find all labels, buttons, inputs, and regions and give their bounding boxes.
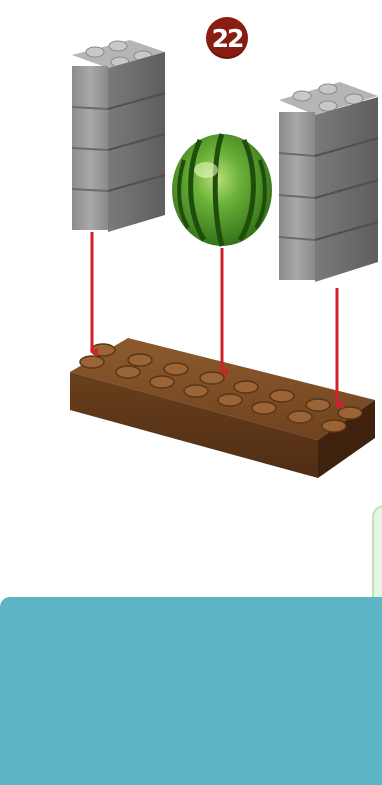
watermelon: [172, 134, 272, 246]
gray-brick-stack-right: [279, 82, 378, 282]
bottom-info-panel: [0, 597, 382, 785]
assembly-illustration: [0, 0, 382, 500]
gray-brick-stack-left: [72, 40, 165, 232]
